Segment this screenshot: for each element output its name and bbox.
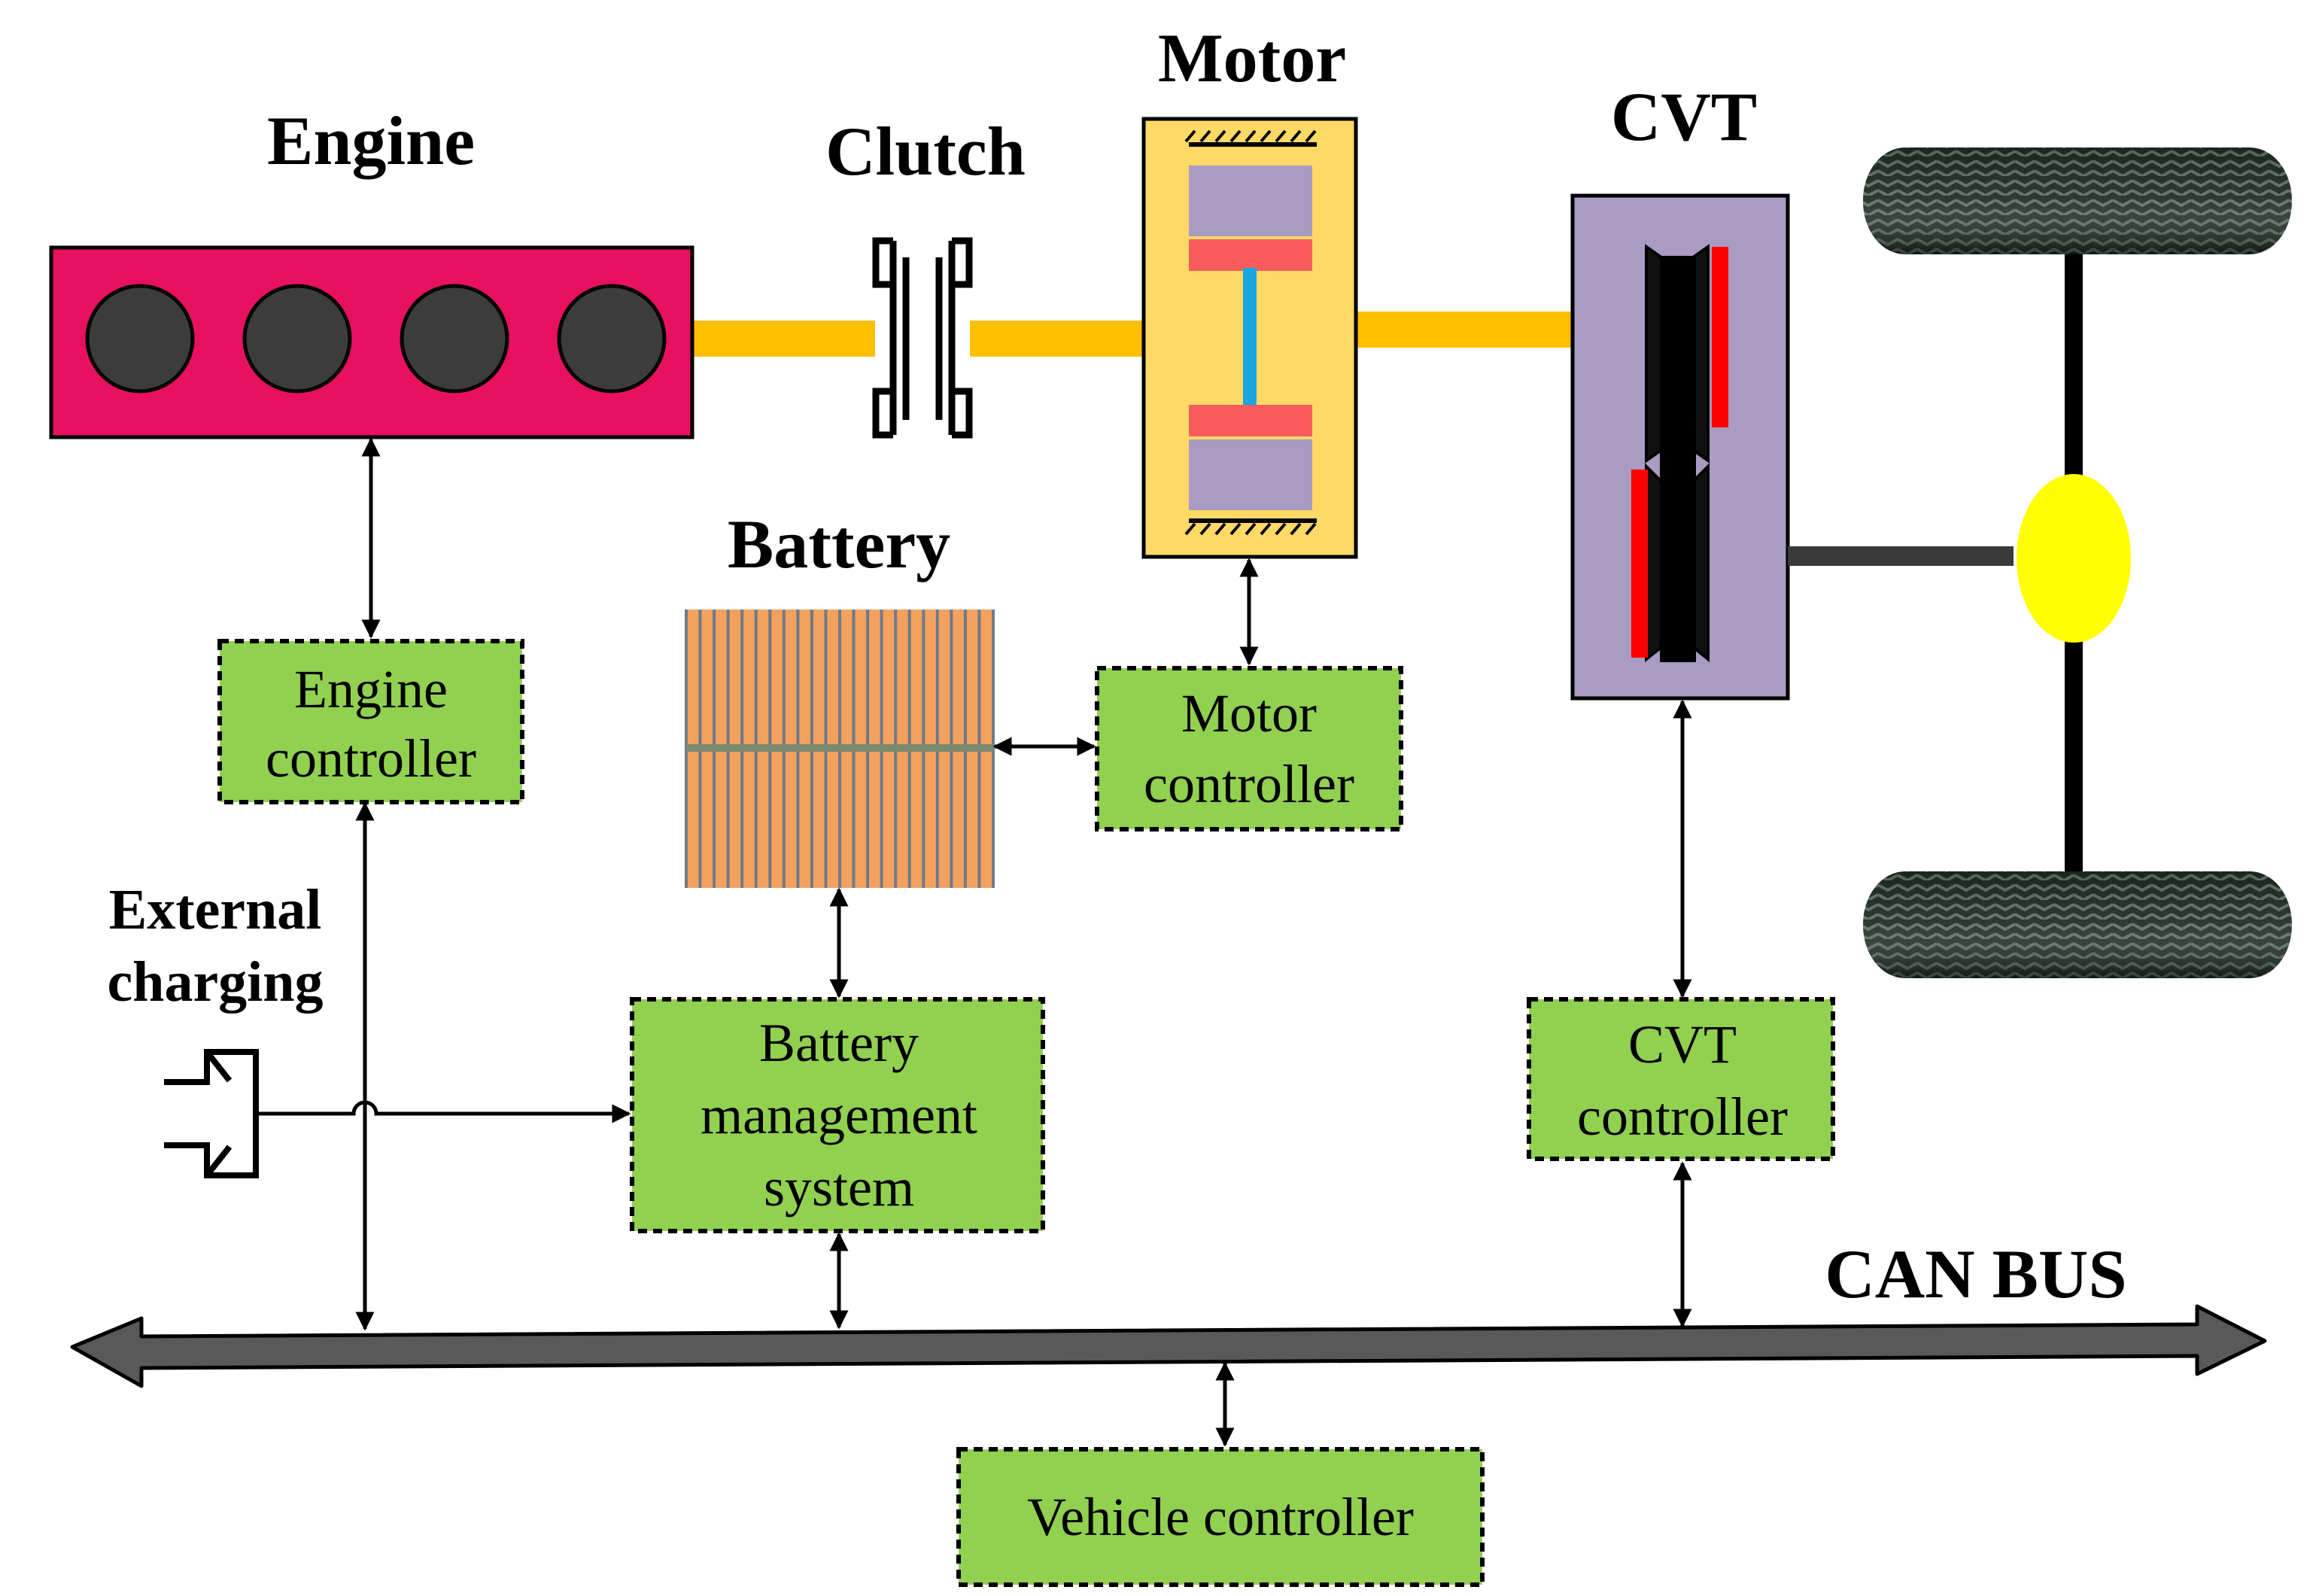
motor-controller-line1: Motor <box>1181 683 1317 743</box>
output-shaft <box>1788 546 2014 566</box>
differential <box>2017 474 2131 643</box>
clutch-title: Clutch <box>825 113 1026 190</box>
external-charging-title-line1: External <box>109 878 322 941</box>
cvt-title: CVT <box>1611 78 1757 155</box>
engine-controller-box: Engine controller <box>217 639 524 804</box>
cvt-controller-line1: CVT <box>1628 1014 1737 1075</box>
vehicle-controller-box: Vehicle controller <box>956 1447 1485 1587</box>
bms-box: Battery management system <box>630 997 1045 1233</box>
battery-module-seam <box>686 744 993 752</box>
engine-controller-line1: Engine <box>294 659 448 719</box>
cylinder-2 <box>242 284 352 394</box>
cvt-lower-band <box>1631 470 1648 658</box>
cylinder-3 <box>400 284 509 394</box>
battery-pack <box>685 610 995 888</box>
bms-line3: system <box>764 1157 914 1218</box>
charging-plug-icon <box>164 1049 259 1178</box>
external-charging-title-line2: charging <box>107 950 323 1014</box>
bms-line1: Battery <box>759 1013 919 1073</box>
wheel-bottom <box>1863 871 2292 978</box>
stator-top <box>1189 166 1312 236</box>
bms-line2: management <box>701 1085 977 1145</box>
wheel-top <box>1863 147 2292 254</box>
battery-title: Battery <box>728 506 950 582</box>
motor-title: Motor <box>1158 20 1346 96</box>
vehicle-controller-label: Vehicle controller <box>1027 1487 1414 1547</box>
cvt-block <box>1570 193 1790 701</box>
stator-bottom <box>1189 439 1312 510</box>
can-bus-title: CAN BUS <box>1825 1236 2126 1312</box>
can-bus-arrow <box>70 1304 2267 1388</box>
clutch-icon <box>872 237 973 439</box>
rotor-top <box>1189 239 1312 271</box>
engine-title: Engine <box>267 102 475 179</box>
motor-axle <box>1243 268 1257 408</box>
cvt-controller-box: CVT controller <box>1527 997 1835 1161</box>
motor-block <box>1141 117 1358 559</box>
motor-controller-line2: controller <box>1144 754 1354 814</box>
shaft-motor-cvt <box>1354 312 1573 348</box>
cylinder-4 <box>557 284 667 394</box>
rotor-bottom <box>1189 405 1312 436</box>
cvt-upper-band <box>1712 247 1728 427</box>
engine-controller-line2: controller <box>266 728 476 789</box>
motor-controller-box: Motor controller <box>1095 666 1403 831</box>
connection-lines <box>256 437 1692 1447</box>
cvt-controller-line2: controller <box>1577 1087 1788 1147</box>
engine-block <box>49 245 694 439</box>
cylinder-1 <box>85 284 195 394</box>
